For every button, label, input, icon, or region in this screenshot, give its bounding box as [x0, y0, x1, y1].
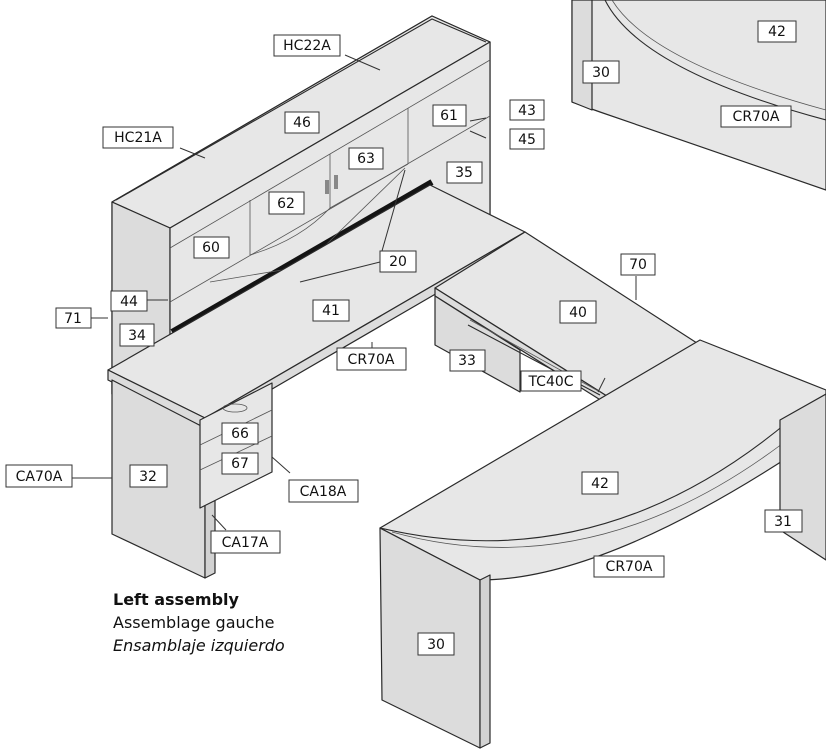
label-ca70a: CA70A [5, 464, 73, 488]
svg-text:CA18A: CA18A [300, 484, 347, 500]
label-42-main: 42 [581, 471, 619, 495]
svg-text:67: 67 [231, 456, 249, 472]
svg-text:35: 35 [455, 165, 473, 181]
label-44: 44 [110, 290, 148, 312]
label-tc40c: TC40C [520, 370, 582, 392]
svg-text:44: 44 [120, 294, 138, 310]
svg-text:60: 60 [202, 240, 220, 256]
door-handle [334, 175, 338, 189]
label-42-inset: 42 [757, 20, 797, 43]
caption-english: Left assembly [113, 590, 239, 609]
svg-text:42: 42 [768, 24, 786, 40]
label-ca18a: CA18A [288, 479, 359, 503]
label-35: 35 [446, 161, 483, 184]
inset-side-panel [571, 0, 593, 111]
door-handle [325, 180, 329, 194]
svg-text:66: 66 [231, 426, 249, 442]
svg-text:33: 33 [458, 353, 476, 369]
label-71: 71 [55, 307, 92, 329]
svg-text:CR70A: CR70A [733, 109, 780, 125]
label-32: 32 [129, 464, 168, 488]
grommet [222, 403, 248, 413]
svg-text:30: 30 [592, 65, 610, 81]
main-desk [379, 339, 826, 749]
label-hc22a: HC22A [273, 34, 341, 57]
label-61: 61 [432, 104, 467, 127]
label-cr70a-main: CR70A [593, 555, 665, 578]
label-45: 45 [509, 128, 545, 150]
label-67: 67 [221, 452, 259, 475]
end-panel-31 [779, 393, 826, 561]
label-cr70a-left: CR70A [336, 347, 407, 371]
label-33: 33 [449, 349, 486, 372]
label-31: 31 [764, 509, 803, 533]
svg-text:32: 32 [139, 469, 157, 485]
label-62: 62 [268, 191, 305, 215]
label-hc21a: HC21A [102, 126, 174, 149]
svg-text:HC21A: HC21A [114, 130, 162, 146]
svg-text:61: 61 [440, 108, 458, 124]
svg-text:63: 63 [357, 151, 375, 167]
svg-text:71: 71 [64, 311, 82, 327]
label-60: 60 [193, 236, 230, 259]
svg-text:62: 62 [277, 196, 295, 212]
svg-text:41: 41 [322, 303, 340, 319]
callout-labels: HC22A HC21A 46 61 43 45 63 35 62 60 20 4… [5, 20, 803, 656]
svg-text:40: 40 [569, 305, 587, 321]
svg-text:20: 20 [389, 254, 407, 270]
svg-text:45: 45 [518, 132, 536, 148]
label-20: 20 [379, 250, 417, 273]
label-63: 63 [348, 147, 384, 170]
task-light [170, 179, 434, 335]
label-43: 43 [509, 99, 545, 121]
svg-text:70: 70 [629, 257, 647, 273]
svg-text:HC22A: HC22A [283, 38, 331, 54]
label-cr70a-inset: CR70A [720, 105, 792, 128]
svg-text:31: 31 [774, 514, 792, 530]
label-34: 34 [119, 323, 155, 347]
svg-text:CA17A: CA17A [222, 535, 269, 551]
caption-spanish: Ensamblaje izquierdo [113, 636, 285, 655]
svg-text:42: 42 [591, 476, 609, 492]
label-ca17a: CA17A [210, 530, 281, 554]
caption-french: Assemblage gauche [113, 613, 275, 632]
label-66: 66 [221, 422, 259, 445]
svg-text:30: 30 [427, 637, 445, 653]
svg-text:CR70A: CR70A [606, 559, 653, 575]
label-40: 40 [559, 300, 597, 324]
label-46: 46 [284, 111, 320, 134]
svg-text:CA70A: CA70A [16, 469, 63, 485]
svg-text:TC40C: TC40C [527, 374, 573, 390]
svg-text:46: 46 [293, 115, 311, 131]
svg-text:43: 43 [518, 103, 536, 119]
label-30-inset: 30 [582, 60, 620, 84]
label-41: 41 [312, 299, 350, 322]
label-30-main: 30 [417, 632, 455, 656]
svg-text:CR70A: CR70A [348, 352, 395, 368]
pedestal-drawers [199, 382, 273, 509]
svg-text:34: 34 [128, 328, 146, 344]
label-70: 70 [620, 253, 656, 276]
